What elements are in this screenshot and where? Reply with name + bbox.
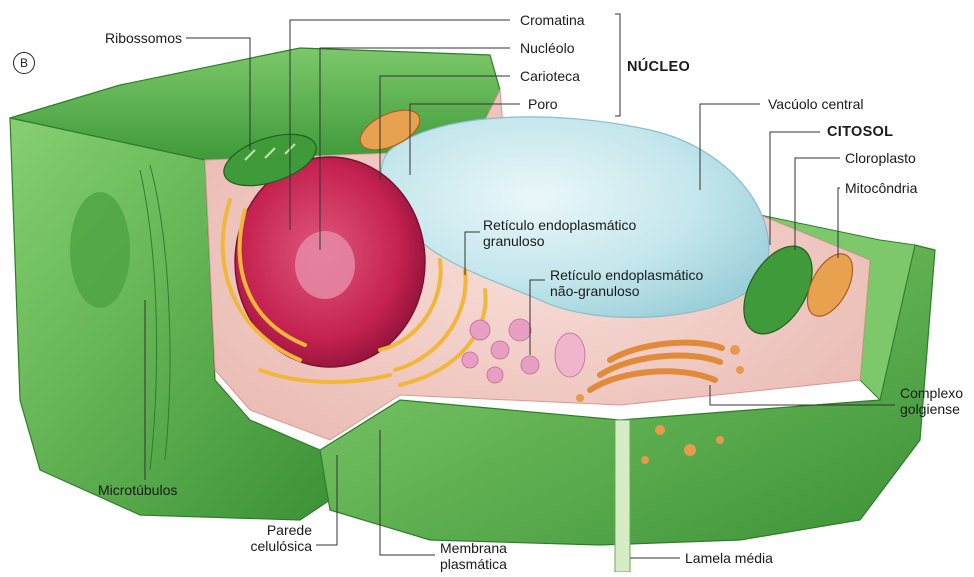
label-reticulo-nao-granuloso-1: Retículo endoplasmático: [550, 267, 703, 283]
label-reticulo-nao-granuloso-2: não-granuloso: [550, 283, 640, 299]
label-nucleolo: Nucléolo: [520, 40, 574, 56]
label-microtubulos: Microtúbulos: [98, 482, 177, 498]
label-poro: Poro: [528, 96, 558, 112]
label-cloroplasto: Cloroplasto: [845, 150, 916, 166]
left-block-organelle: [70, 192, 130, 308]
nucleolus: [295, 231, 355, 299]
label-citosol: CITOSOL: [827, 124, 893, 140]
label-ribossomos: Ribossomos: [70, 30, 182, 46]
label-complexo-golgiense-1: Complexo: [900, 385, 963, 401]
label-nucleo: NÚCLEO: [627, 59, 690, 75]
label-vacuolo-central: Vacúolo central: [768, 96, 863, 112]
label-parede-2: celulósica: [232, 538, 312, 554]
label-mitocondria: Mitocôndria: [845, 180, 917, 196]
label-carioteca: Carioteca: [520, 68, 580, 84]
label-cromatina: Cromatina: [520, 12, 585, 28]
label-lamela-media: Lamela média: [685, 550, 773, 566]
middle-lamella: [615, 420, 630, 572]
label-membrana-1: Membrana: [440, 540, 507, 556]
label-reticulo-granuloso-1: Retículo endoplasmático: [483, 217, 636, 233]
label-reticulo-granuloso-2: granuloso: [483, 233, 545, 249]
label-membrana-2: plasmática: [440, 556, 507, 572]
label-parede-1: Parede: [232, 522, 312, 538]
panel-letter: B: [13, 52, 35, 74]
label-complexo-golgiense-2: golgiense: [900, 401, 960, 417]
